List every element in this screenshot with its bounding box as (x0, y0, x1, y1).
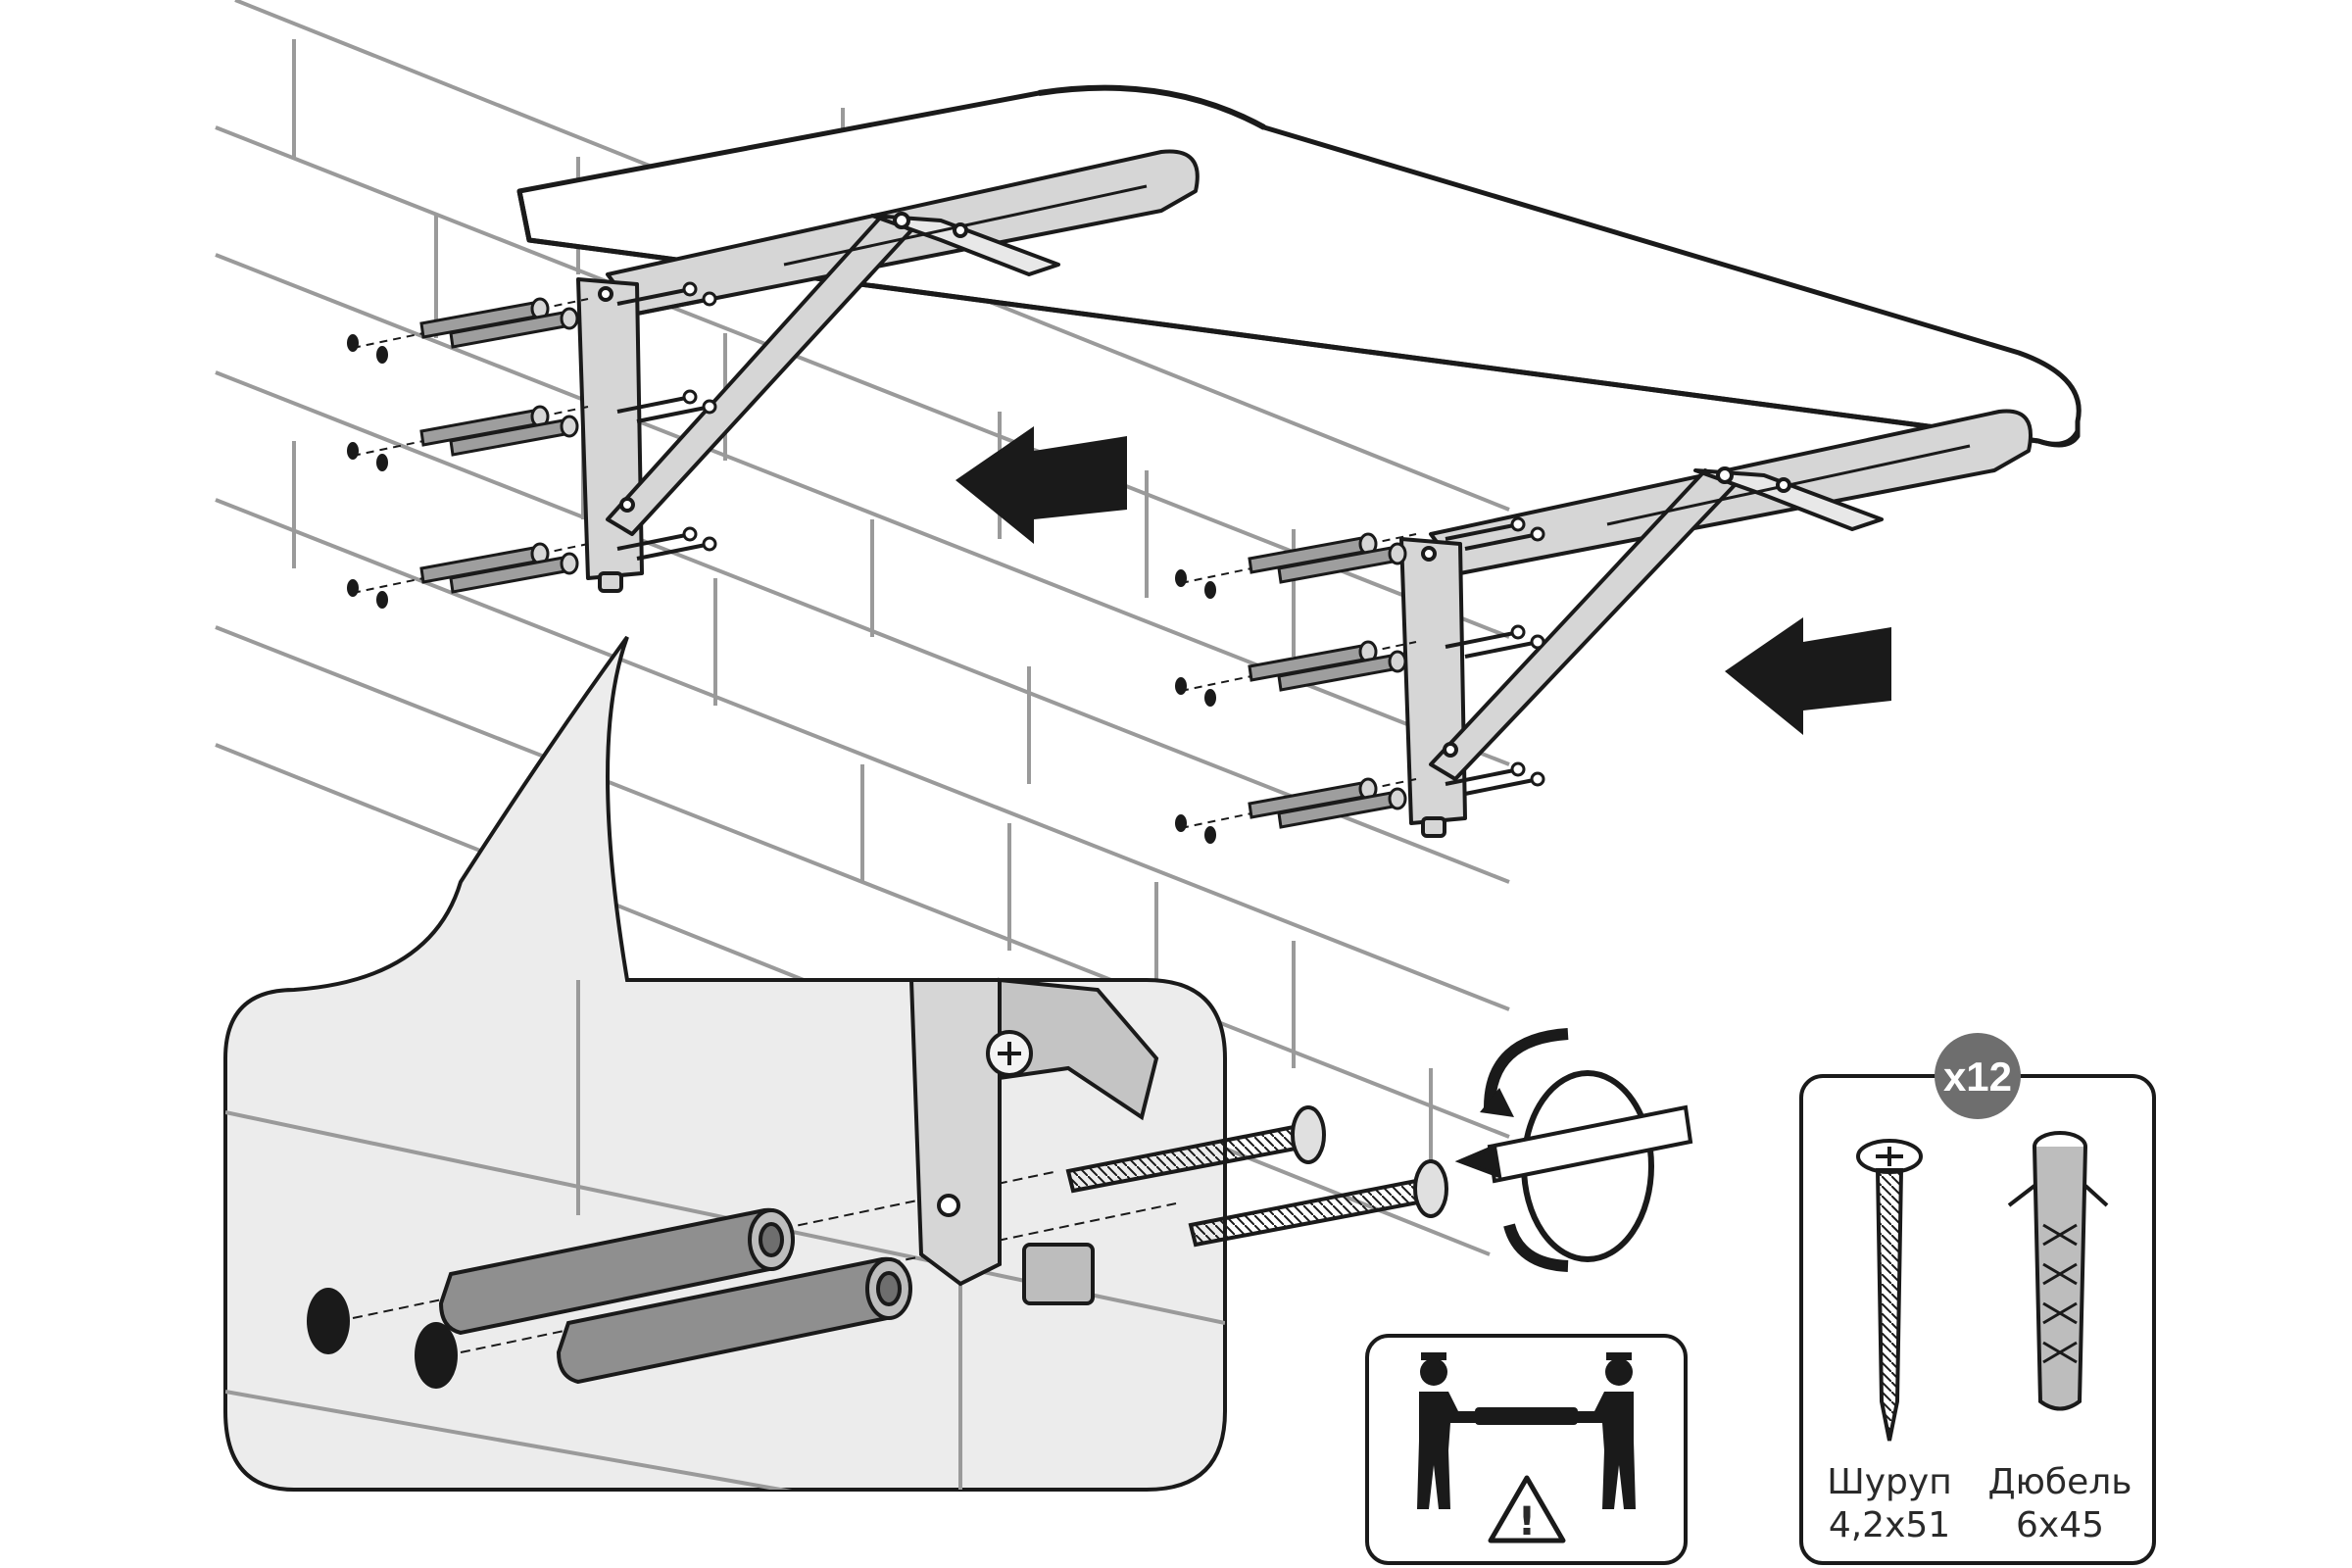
screw (616, 288, 687, 306)
screw (636, 543, 707, 561)
dowel-icon (2007, 1131, 2109, 1411)
left-arrow-icon (956, 426, 1127, 544)
left-bracket (576, 149, 1200, 593)
screw (616, 533, 687, 551)
wall-hole (307, 1288, 350, 1354)
fastener-set (347, 526, 717, 609)
screw (636, 298, 707, 316)
detail-callout (223, 635, 1448, 1492)
screw (636, 406, 707, 423)
screw (1464, 533, 1535, 551)
dowel-size: 6x45 (2016, 1505, 2104, 1545)
parts-panel: x12 Шуруп 4,2x51 Дюбель 6x45 (1799, 1033, 2156, 1565)
quantity-label: x12 (1943, 1054, 2012, 1100)
wall-hole (1204, 826, 1216, 844)
tabletop (516, 84, 2082, 448)
dowel-closeup (438, 1207, 912, 1385)
wall-hole (1204, 689, 1216, 707)
quantity-badge (1935, 1033, 2021, 1119)
screw (1445, 523, 1515, 541)
wall-hole (415, 1322, 458, 1389)
warning-triangle-icon: ! (1488, 1475, 1566, 1544)
screw (1464, 778, 1535, 796)
fastener-set (1175, 761, 1545, 844)
wall-hole (1175, 569, 1187, 587)
two-person-lift-panel: ! (1365, 1334, 1688, 1565)
screw (1445, 631, 1515, 649)
wall-fasteners (347, 281, 1545, 844)
wall-hole (1175, 677, 1187, 695)
fastener-set (347, 389, 717, 471)
screw-name: Шуруп (1827, 1462, 1952, 1502)
screw-closeup (1065, 1105, 1448, 1248)
wall-hole (1175, 814, 1187, 832)
screw (1464, 641, 1535, 659)
wall-hole (376, 346, 388, 364)
two-person-lift-icon (1417, 1352, 1636, 1509)
bracket-closeup (908, 977, 1159, 1305)
wall-hole (347, 442, 359, 460)
screwdriver-icon (1454, 1104, 1693, 1184)
left-arrow-icon (1725, 617, 1891, 735)
wall-hole (376, 591, 388, 609)
fastener-set (1175, 624, 1545, 707)
screw-size: 4,2x51 (1829, 1505, 1950, 1545)
fastener-set (347, 281, 717, 364)
fastener-set (1175, 516, 1545, 599)
wall-hole (1204, 581, 1216, 599)
dowel-name: Дюбель (1987, 1462, 2132, 1502)
screw (1445, 768, 1515, 786)
wall-hole (376, 454, 388, 471)
warning-symbol: ! (1518, 1499, 1536, 1544)
wall-hole (347, 334, 359, 352)
wall-hole (347, 579, 359, 597)
screw (616, 396, 687, 414)
screw-icon (1856, 1139, 1923, 1442)
right-bracket (1399, 409, 2033, 838)
